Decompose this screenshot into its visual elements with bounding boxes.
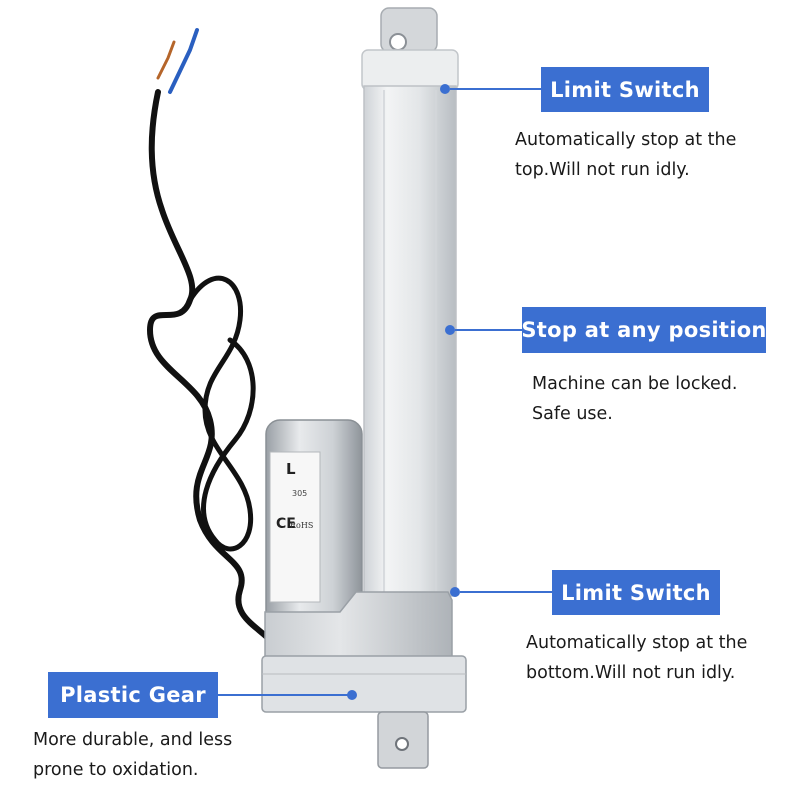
- limit-switch-bottom-connector: [460, 591, 553, 593]
- cable-sheath: [147, 89, 273, 643]
- red-wire: [156, 40, 176, 80]
- limit-switch-bottom-label: Limit Switch: [552, 570, 720, 615]
- stop-any-position-description: Machine can be locked. Safe use.: [532, 374, 738, 424]
- rod-eye: [380, 7, 438, 53]
- limit-switch-top-label: Limit Switch: [541, 67, 709, 112]
- stop-any-position-connector: [455, 329, 523, 331]
- plastic-gear-label: Plastic Gear: [48, 672, 218, 718]
- limit-switch-bottom-description: Automatically stop at the bottom.Will no…: [526, 633, 748, 683]
- motor-label-code: 305: [292, 489, 307, 498]
- blue-wire: [168, 28, 199, 94]
- plastic-gear-marker: [347, 690, 357, 700]
- limit-switch-top-description: Automatically stop at the top.Will not r…: [515, 130, 737, 180]
- limit-switch-bottom-marker: [450, 587, 460, 597]
- stop-any-position-marker: [445, 325, 455, 335]
- actuator-tube: [361, 49, 459, 597]
- plastic-gear-description: More durable, and less prone to oxidatio…: [33, 730, 233, 780]
- gearbox: [261, 591, 467, 769]
- limit-switch-top-marker: [440, 84, 450, 94]
- power-cable: [147, 28, 273, 643]
- motor-label-rohs: RoHS: [290, 521, 313, 530]
- plastic-gear-connector: [218, 694, 350, 696]
- cable-loop: [187, 275, 256, 552]
- motor-label-l: L: [286, 460, 296, 478]
- motor-housing: L 305 CE RoHS: [265, 419, 363, 631]
- motor-label-ce: CE: [276, 516, 296, 532]
- stop-any-position-label: Stop at any position: [521, 307, 766, 353]
- limit-switch-top-connector: [450, 88, 542, 90]
